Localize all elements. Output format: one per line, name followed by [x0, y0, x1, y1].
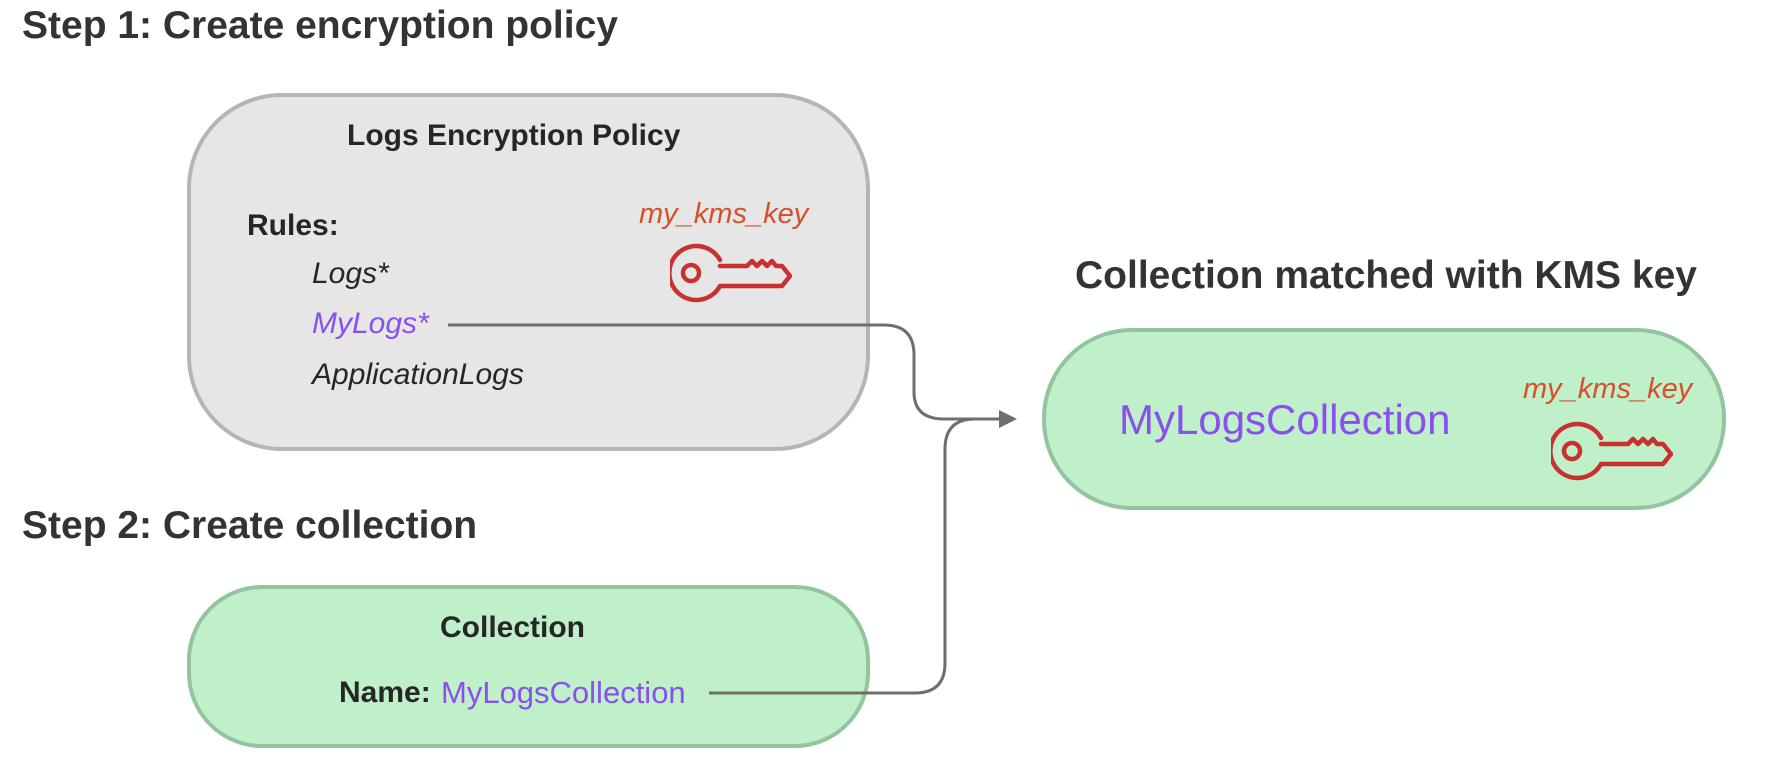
encryption-policy-box: Logs Encryption Policy Rules: Logs* MyLo…	[187, 93, 870, 451]
policy-key-label: my_kms_key	[639, 198, 809, 230]
step1-heading: Step 1: Create encryption policy	[22, 4, 618, 47]
collection-box: Collection Name: MyLogsCollection	[187, 585, 870, 748]
policy-title: Logs Encryption Policy	[347, 119, 681, 152]
collection-to-result-connector	[709, 417, 1005, 695]
mylogs-to-result-connector	[448, 323, 1005, 421]
arrow-head	[999, 410, 1017, 428]
collection-name-label: Name:	[339, 676, 431, 709]
result-heading: Collection matched with KMS key	[1075, 254, 1697, 297]
matched-key-label: my_kms_key	[1523, 373, 1693, 405]
collection-name-value: MyLogsCollection	[441, 675, 686, 710]
rule-item-logs: Logs*	[312, 257, 389, 290]
collection-title: Collection	[440, 611, 586, 644]
key-icon	[670, 243, 792, 303]
rules-label: Rules:	[247, 209, 339, 242]
matched-collection-name: MyLogsCollection	[1119, 396, 1451, 443]
rule-item-applicationlogs: ApplicationLogs	[312, 358, 524, 391]
rule-item-mylogs: MyLogs*	[312, 307, 429, 340]
matched-collection-box: MyLogsCollection my_kms_key	[1042, 328, 1726, 510]
step2-heading: Step 2: Create collection	[22, 504, 478, 547]
key-icon	[1551, 421, 1673, 481]
